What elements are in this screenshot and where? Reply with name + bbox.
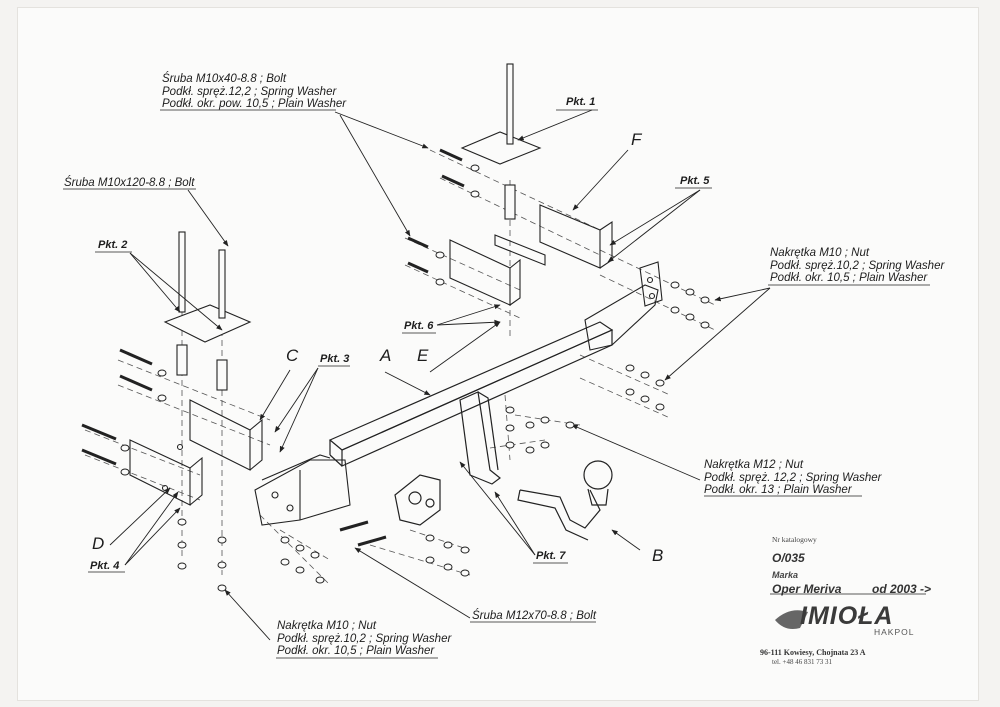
crossbar-a [328,321,614,467]
part-letter-c: C [286,346,299,365]
company-subname: HAKPOL [874,627,915,637]
right-side-bracket [584,261,663,351]
part-letter-a: A [380,346,392,365]
assembly-guide-lines [84,149,716,586]
bolt-m10x40-line-1: Śruba M10x40-8.8 ; Bolt [162,73,287,85]
nut-m10-bottom-line-1: Nakrętka M10 ; Nut [277,620,377,632]
bolt-m12x70-label: Śruba M12x70-8.8 ; Bolt [472,610,597,622]
nut-m10-right-label: Nakrętka M10 ; Nut Podkł. spręż.10,2 ; S… [770,247,944,285]
part-letter-d: D [92,534,105,553]
left-side-bracket [254,454,351,526]
bolts-and-washers [81,148,710,592]
nut-m12-line-3: Podkł. okr. 13 ; Plain Washer [704,484,852,496]
company-logo: IMIOŁA [800,602,894,630]
nut-m10-bottom-line-3: Podkł. okr. 10,5 ; Plain Washer [277,645,435,657]
right-vehicle-brackets [449,204,613,306]
company-address: 96-111 Kowiesy, Chojnata 23 A [760,648,866,657]
point-2-label: Pkt. 2 [98,239,128,251]
nut-m10-right-line-2: Podkł. spręż.10,2 ; Spring Washer [770,259,945,272]
nut-m10-bottom-label: Nakrętka M10 ; Nut Podkł. spręż.10,2 ; S… [277,620,451,658]
vehicle-model: Oper Meriva [772,582,842,596]
part-letter-b: B [652,546,664,565]
logo-swoosh [775,610,808,629]
point-4-label: Pkt. 4 [90,560,120,572]
left-spacer-plate [163,231,252,391]
tow-hook-assembly [394,391,613,541]
nut-m12-line-2: Podkł. spręż. 12,2 ; Spring Washer [704,471,882,484]
point-7-label: Pkt. 7 [536,550,566,562]
nut-m10-right-line-1: Nakrętka M10 ; Nut [770,247,870,259]
point-3-label: Pkt. 3 [320,353,350,365]
point-5-label: Pkt. 5 [680,175,710,187]
catalog-number: O/035 [772,551,805,565]
label-underlines [63,109,930,659]
bolt-m10x120-label: Śruba M10x120-8.8 ; Bolt [64,177,195,189]
brand-caption: Marka [772,570,799,580]
point-1-label: Pkt. 1 [566,96,596,108]
bolt-m10x40-label: Śruba M10x40-8.8 ; Bolt Podkł. spręż.12,… [162,73,346,111]
nut-m10-right-line-3: Podkł. okr. 10,5 ; Plain Washer [770,272,928,284]
right-spacer-plate [460,63,542,220]
part-letter-f: F [631,130,642,149]
model-year: od 2003 -> [872,582,932,596]
bolt-m10x40-line-3: Podkł. okr. pow. 10,5 ; Plain Washer [162,98,347,110]
company-phone: tel. +48 46 831 73 31 [772,658,832,666]
left-vehicle-brackets [129,399,263,506]
fastener-arrows [109,109,771,641]
nut-m12-label: Nakrętka M12 ; Nut Podkł. spręż. 12,2 ; … [704,459,882,497]
nut-m12-line-1: Nakrętka M12 ; Nut [704,459,804,471]
point-6-label: Pkt. 6 [404,320,434,332]
catalog-number-caption: Nr katalogowy [772,535,817,544]
part-letter-e: E [417,346,429,365]
bolt-m10x40-line-2: Podkł. spręż.12,2 ; Spring Washer [162,85,337,98]
nut-m10-bottom-line-2: Podkł. spręż.10,2 ; Spring Washer [277,632,452,645]
